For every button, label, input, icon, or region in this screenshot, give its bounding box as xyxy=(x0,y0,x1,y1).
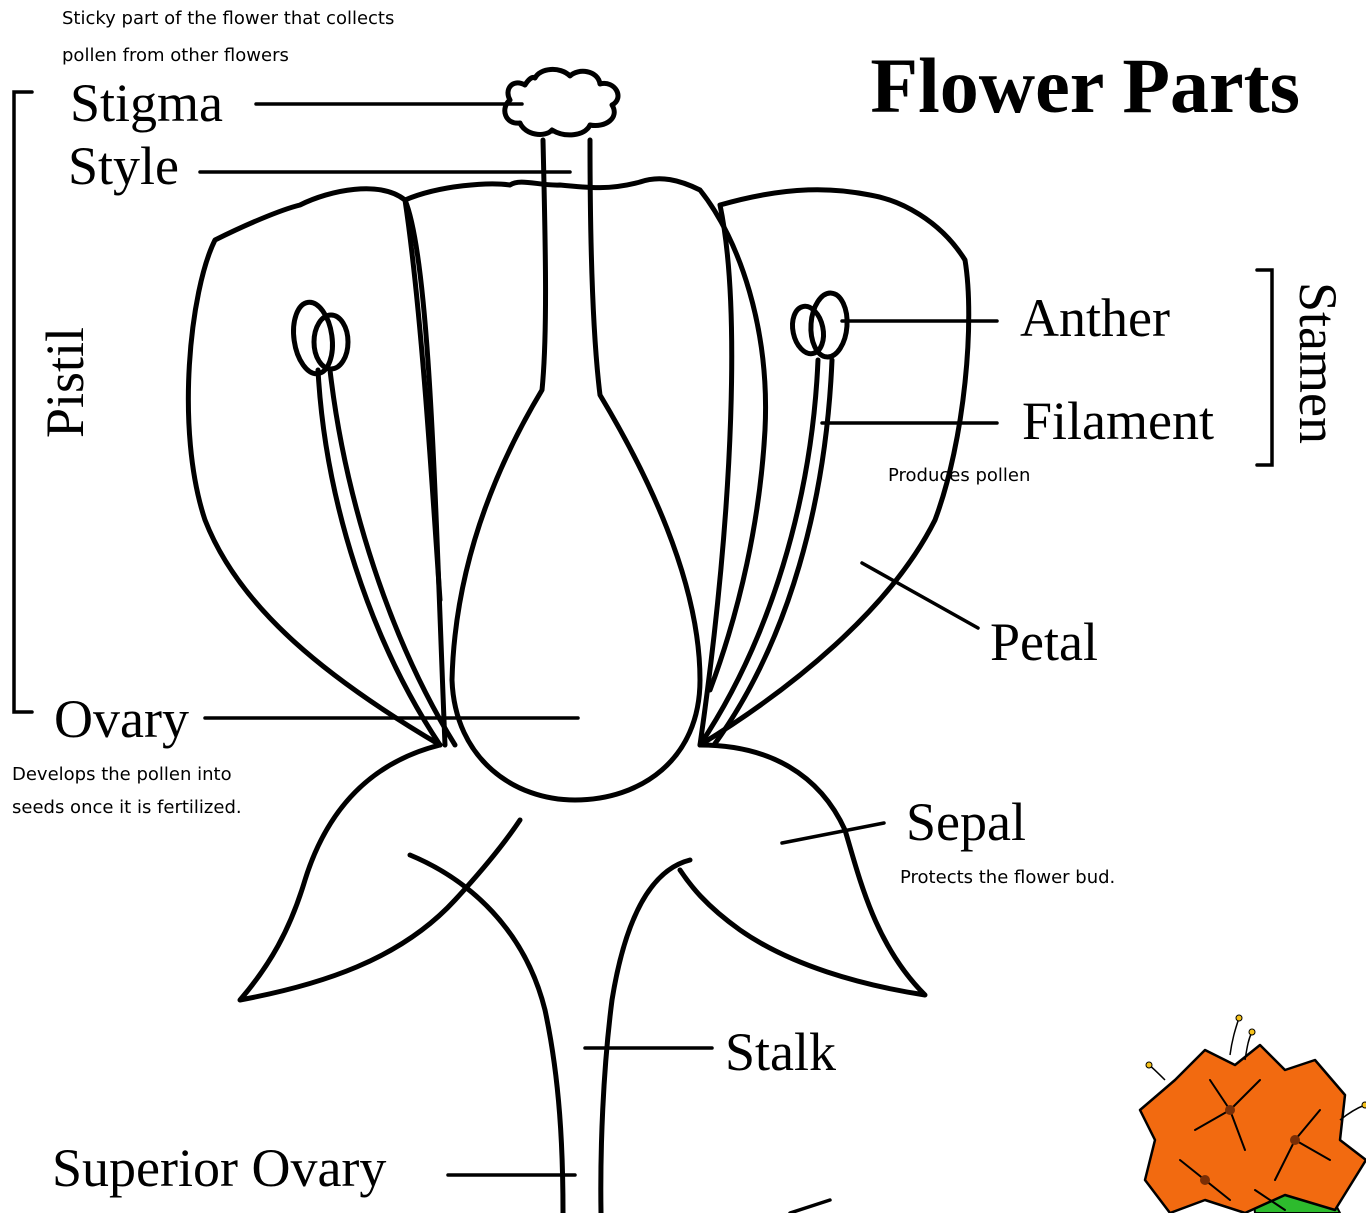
clipart-flower-center xyxy=(1225,1105,1235,1115)
sepal-label: Sepal xyxy=(906,792,1026,852)
ovary-note-line2: seeds once it is fertilized. xyxy=(12,797,242,818)
right-sepal-outline xyxy=(680,745,925,995)
orange-flower-cluster-icon xyxy=(1140,1015,1366,1213)
pistil-label: Pistil xyxy=(35,327,95,438)
cropped-mark xyxy=(790,1200,830,1213)
stigma-note-line2: pollen from other flowers xyxy=(62,45,289,66)
ovary-note-line1: Develops the pollen into xyxy=(12,764,232,785)
sepal-note: Protects the flower bud. xyxy=(900,867,1115,888)
right-anther-inner xyxy=(809,292,849,358)
left-sepal-outline xyxy=(240,745,520,1000)
stigma-note-line1: Sticky part of the flower that collects xyxy=(62,8,394,29)
petal-leader-line xyxy=(862,563,978,628)
stamen-label: Stamen xyxy=(1288,282,1348,444)
stamen-bracket xyxy=(1257,270,1272,465)
clipart-flower-center xyxy=(1290,1135,1300,1145)
clipart-anther-dot xyxy=(1236,1015,1242,1021)
left-petal-outline xyxy=(188,189,445,745)
style-label: Style xyxy=(68,136,179,196)
superior-ovary-label: Superior Ovary xyxy=(52,1138,386,1198)
clipart-flower-center xyxy=(1200,1175,1210,1185)
stalk-label: Stalk xyxy=(725,1022,836,1082)
diagram-title: Flower Parts xyxy=(870,42,1300,129)
anther-label: Anther xyxy=(1020,288,1170,348)
stalk-left-edge xyxy=(410,855,563,1213)
anther-note: Produces pollen xyxy=(888,465,1030,486)
right-anther-outer xyxy=(788,303,827,356)
flower-drawing xyxy=(188,69,968,1213)
left-filament-outline xyxy=(318,370,455,745)
clipart-anther-dot xyxy=(1146,1062,1152,1068)
stigma-outline xyxy=(505,69,618,134)
sepal-leader-line xyxy=(782,823,884,843)
middle-petal-left-fold xyxy=(405,200,440,600)
clipart-anther-dot xyxy=(1362,1102,1366,1108)
stigma-label: Stigma xyxy=(70,73,223,133)
pistil-bracket xyxy=(14,92,32,712)
stalk-right-edge xyxy=(601,860,690,1213)
ovary-outline xyxy=(452,140,700,800)
petal-label: Petal xyxy=(990,612,1098,672)
clipart-petals xyxy=(1140,1045,1366,1213)
filament-label: Filament xyxy=(1022,391,1214,451)
clipart-anther-dot xyxy=(1249,1029,1255,1035)
ovary-label: Ovary xyxy=(54,689,189,749)
